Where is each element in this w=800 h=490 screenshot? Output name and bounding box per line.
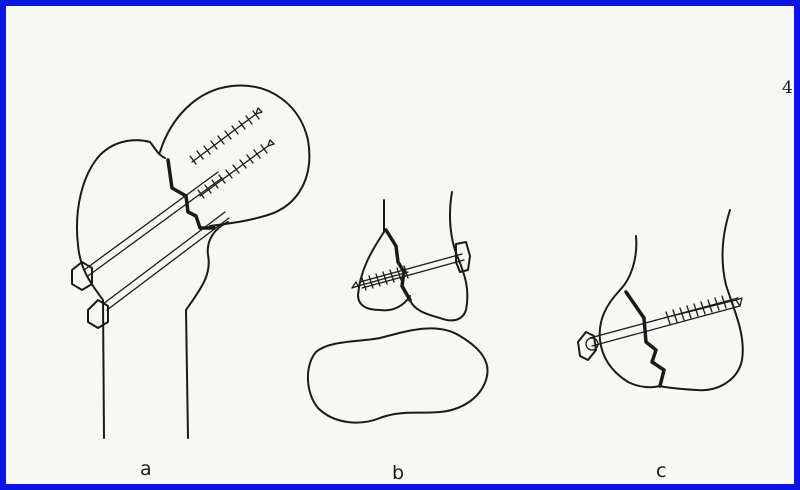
panel-a-drawing [77, 86, 309, 438]
panel-b-drawing [308, 192, 488, 423]
fracture-fixation-diagram [6, 6, 794, 484]
panel-a-screws [72, 108, 274, 328]
page-number: 40 [782, 78, 794, 98]
screw-c-washer [586, 338, 598, 350]
screw-b-shaft [360, 254, 462, 282]
femur-outline [77, 140, 165, 438]
lower-screw-shaft [103, 212, 225, 304]
femur-shaft-line [186, 222, 228, 438]
tibia-outline-b [358, 200, 410, 310]
lower-screw-head [88, 300, 108, 328]
panel-b-screw [352, 242, 470, 290]
fracture-line-c [626, 292, 664, 386]
panel-c-drawing [600, 210, 743, 390]
panel-a-label: a [140, 458, 152, 480]
screw-b-shaft-edge [362, 260, 464, 288]
fibula-outline-c [600, 236, 660, 387]
panel-b-label: b [392, 462, 404, 484]
fracture-line-b [386, 230, 410, 300]
upper-screw-thread [190, 108, 262, 164]
talus-outline [308, 328, 488, 422]
fracture-line [168, 160, 214, 228]
panel-c-label: c [656, 460, 666, 482]
lower-screw-shaft-edge [107, 218, 229, 310]
femoral-head-outline [160, 86, 309, 226]
figure-frame: a b c 40 [6, 6, 794, 484]
tibia-right-edge-b [410, 192, 467, 320]
